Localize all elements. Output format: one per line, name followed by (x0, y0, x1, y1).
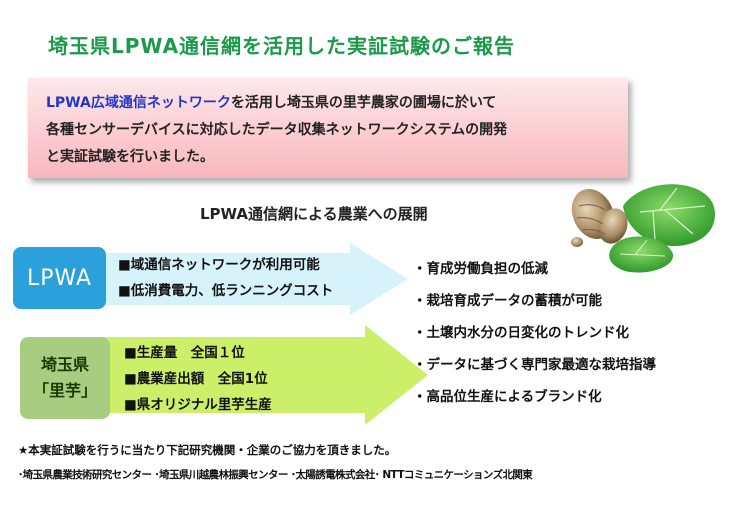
satoimo-label-line-1: 埼玉県 (40, 355, 89, 374)
satoimo-label-box: 埼玉県 「里芋」 (20, 337, 110, 419)
acknowledgement-note: ★本実証試験を行うに当たり下記研究機関・企業のご協力を頂きました。 (18, 443, 397, 457)
page-title: 埼玉県LPWA通信網を活用した実証試験のご報告 (48, 34, 516, 58)
intro-highlight: LPWA広域通信ネットワーク (46, 95, 231, 111)
satoimo-features: ■生産量 全国１位 ■農業産出額 全国1位 ■県オリジナル里芋生産 (124, 340, 272, 418)
partner-list: ･埼玉県農業技術研究センター ･埼玉県川越農林振興センター ･太陽誘電株式会社･… (18, 469, 533, 481)
section-subtitle: LPWA通信網による農業への展開 (200, 205, 428, 223)
benefit-item: ・栽培育成データの蓄積が可能 (413, 293, 602, 309)
lpwa-feature-item: ■低消費電力、低ランニングコスト (118, 283, 334, 299)
lpwa-feature-item: ■域通信ネットワークが利用可能 (118, 257, 320, 273)
benefit-item: ・高品位生産によるブランド化 (413, 389, 602, 405)
benefit-item: ・データに基づく専門家最適な栽培指導 (413, 357, 656, 373)
satoimo-feature-item: ■生産量 全国１位 (124, 345, 245, 361)
satoimo-feature-item: ■県オリジナル里芋生産 (124, 397, 272, 413)
satoimo-arrow (100, 325, 428, 425)
intro-line-1: LPWA広域通信ネットワークを活用し埼玉県の里芋農家の圃場に於いて (46, 90, 628, 117)
lpwa-arrow (100, 243, 408, 315)
intro-line-1-rest: を活用し埼玉県の里芋農家の圃場に於いて (230, 95, 497, 111)
benefit-item: ・土壌内水分の日変化のトレンド化 (413, 325, 629, 341)
benefits-list: ・育成労働負担の低減 ・栽培育成データの蓄積が可能 ・土壌内水分の日変化のトレン… (413, 253, 656, 413)
satoimo-label-line-2: 「里芋」 (32, 381, 97, 400)
lpwa-label-box: LPWA (13, 247, 106, 309)
intro-box: LPWA広域通信ネットワークを活用し埼玉県の里芋農家の圃場に於いて 各種センサー… (28, 78, 628, 178)
lpwa-features: ■域通信ネットワークが利用可能 ■低消費電力、低ランニングコスト (118, 252, 333, 304)
intro-line-3: と実証試験を行いました。 (46, 149, 214, 165)
lpwa-label: LPWA (26, 265, 93, 291)
benefit-item: ・育成労働負担の低減 (413, 261, 548, 277)
taro-leaf-illustration (571, 184, 715, 273)
intro-line-2: 各種センサーデバイスに対応したデータ収集ネットワークシステムの開発 (46, 122, 508, 138)
satoimo-feature-item: ■農業産出額 全国1位 (124, 371, 268, 387)
